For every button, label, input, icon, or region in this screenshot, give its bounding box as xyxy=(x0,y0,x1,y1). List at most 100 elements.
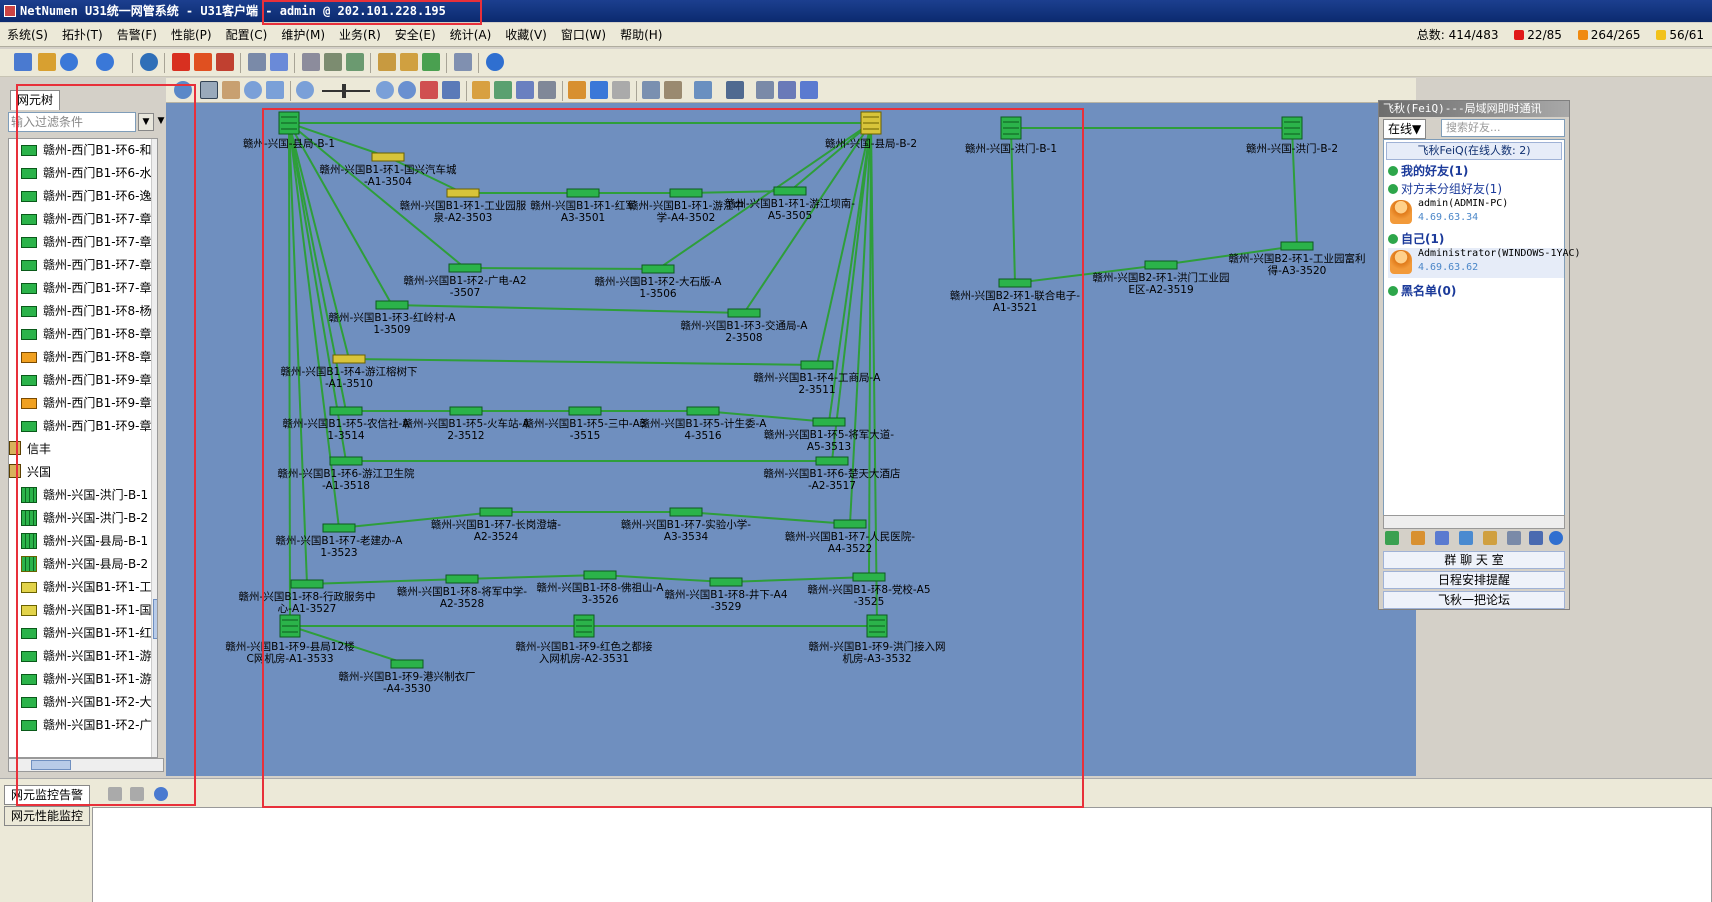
search-icon[interactable] xyxy=(1459,531,1473,545)
share-icon[interactable] xyxy=(1435,531,1449,545)
group-self[interactable]: 自己(1) xyxy=(1388,230,1444,247)
settings-icon[interactable] xyxy=(154,787,168,801)
ne-node-n3530[interactable]: 赣州-兴国B1-环9-港兴制衣厂-A4-3530 xyxy=(339,659,476,695)
zoom-region-icon[interactable] xyxy=(398,81,416,99)
task-icon[interactable] xyxy=(378,53,396,71)
link-n3534-n3522[interactable] xyxy=(685,511,851,525)
grid-icon[interactable] xyxy=(778,81,796,99)
refresh-icon[interactable] xyxy=(442,81,460,99)
ne-node-n3524[interactable]: 赣州-兴国B1-环7-长岗澄塘-A2-3524 xyxy=(431,507,561,543)
tree-vscroll-thumb[interactable] xyxy=(153,599,157,639)
tree-item[interactable]: 赣州-西门B1-环7-章 xyxy=(9,231,157,253)
filter-input[interactable]: 输入过滤条件 xyxy=(8,112,136,132)
folder-icon[interactable] xyxy=(38,53,56,71)
zoom-slider-thumb[interactable] xyxy=(342,84,346,98)
alarm-list-icon[interactable] xyxy=(194,53,212,71)
wrench-icon[interactable] xyxy=(664,81,682,99)
ne-node-n3514[interactable]: 赣州-兴国B1-环5-农信社-A1-3514 xyxy=(283,406,411,442)
binoculars-icon[interactable] xyxy=(726,81,744,99)
ne-node-hm2[interactable]: 赣州-兴国-洪门-B-2 xyxy=(1246,116,1338,155)
tree-item[interactable]: 赣州-西门B1-环7-章 xyxy=(9,277,157,299)
link-n3532-xj2[interactable] xyxy=(870,122,878,627)
next-icon[interactable] xyxy=(612,81,630,99)
menu-window[interactable]: 窗口(W) xyxy=(560,28,607,42)
group-blacklist[interactable]: 黑名单(0) xyxy=(1388,282,1456,299)
tab-monitor-performance[interactable]: 网元性能监控 xyxy=(4,806,90,826)
critical-count[interactable]: 22/85 xyxy=(1527,28,1562,42)
link-hm1-n3521[interactable] xyxy=(1010,127,1016,284)
tree-item[interactable]: 信丰 xyxy=(9,438,157,460)
ne-node-n3509[interactable]: 赣州-兴国B1-环3-红岭村-A1-3509 xyxy=(329,300,457,336)
ne-node-n3508[interactable]: 赣州-兴国B1-环3-交通局-A2-3508 xyxy=(681,308,809,344)
menu-security[interactable]: 安全(E) xyxy=(394,28,436,42)
tab-monitor-alarm[interactable]: 网元监控告警 xyxy=(4,785,90,805)
ne-node-n3528[interactable]: 赣州-兴国B1-环8-将军中学-A2-3528 xyxy=(397,574,527,610)
tree-item[interactable]: 赣州-西门B1-环9-章 xyxy=(9,369,157,391)
link-xj1-n3509[interactable] xyxy=(288,122,393,306)
buddy-search-input[interactable]: 搜索好友... xyxy=(1441,119,1565,137)
buddy-administrator[interactable]: Administrator(WINDOWS-1YAC) 4.69.63.62 xyxy=(1388,248,1581,278)
window-icon[interactable] xyxy=(756,81,774,99)
users-icon[interactable] xyxy=(14,53,32,71)
menu-topology[interactable]: 拓扑(T) xyxy=(61,28,103,42)
ne-node-n3522[interactable]: 赣州-兴国B1-环7-人民医院-A4-3522 xyxy=(785,519,915,555)
chart-icon[interactable] xyxy=(422,53,440,71)
group-unassigned[interactable]: 对方未分组好友(1) xyxy=(1388,180,1502,197)
link-xj1-n3504[interactable] xyxy=(288,122,389,158)
search-icon[interactable] xyxy=(642,81,660,99)
fit-window-icon[interactable] xyxy=(420,81,438,99)
tree-item[interactable]: 赣州-兴国-县局-B-1 xyxy=(9,530,157,552)
link-n3520-hm2[interactable] xyxy=(1291,127,1298,247)
ne-node-n3525[interactable]: 赣州-兴国B1-环8-党校-A5-3525 xyxy=(807,572,931,608)
tree-item[interactable]: 赣州-西门B1-环8-章 xyxy=(9,346,157,368)
tree-item[interactable]: 赣州-西门B1-环6-逸 xyxy=(9,185,157,207)
link-n3526-n3529[interactable] xyxy=(599,574,727,583)
back-icon[interactable] xyxy=(60,53,78,71)
menu-system[interactable]: 系统(S) xyxy=(7,28,48,42)
zoom-in-icon[interactable] xyxy=(376,81,394,99)
link-n3519-n3520[interactable] xyxy=(1160,245,1298,266)
ne-node-xj2[interactable]: 赣州-兴国-县局-B-2 xyxy=(825,111,917,150)
tree-item[interactable]: 赣州-兴国B1-环2-广 xyxy=(9,714,157,736)
list-icon[interactable] xyxy=(538,81,556,99)
ne-node-n3515[interactable]: 赣州-兴国B1-环5-三中-A3-3515 xyxy=(523,406,647,442)
ne-node-n3505[interactable]: 赣州-兴国B1-环1-游江坝南-A5-3505 xyxy=(725,186,855,222)
filter-options-icon[interactable]: ▼ xyxy=(157,116,165,126)
ne-node-xj1[interactable]: 赣州-兴国-县局-B-1 xyxy=(243,111,335,150)
link-n3528-n3526[interactable] xyxy=(461,574,601,580)
link-n3509-n3508[interactable] xyxy=(391,304,745,314)
paste-icon[interactable] xyxy=(130,787,144,801)
globe-icon[interactable] xyxy=(140,53,158,71)
zoom-fit-icon[interactable] xyxy=(266,81,284,99)
ne-node-n3526[interactable]: 赣州-兴国B1-环8-佛祖山-A3-3526 xyxy=(537,570,665,606)
major-count[interactable]: 264/265 xyxy=(1590,28,1641,42)
tree-item[interactable]: 赣州-西门B1-环6-和 xyxy=(9,139,157,161)
link-n3510-n3511[interactable] xyxy=(348,358,818,366)
link-n3522-xj2[interactable] xyxy=(849,122,872,525)
zoom-out-icon[interactable] xyxy=(296,81,314,99)
tree-item[interactable]: 赣州-西门B1-环8-章 xyxy=(9,323,157,345)
schedule-button[interactable]: 日程安排提醒 xyxy=(1383,571,1565,589)
tree-item[interactable]: 赣州-兴国B1-环1-工 xyxy=(9,576,157,598)
link-n3513-xj2[interactable] xyxy=(828,122,872,423)
link-n3506-xj2[interactable] xyxy=(657,122,872,270)
link-icon[interactable] xyxy=(694,81,712,99)
menu-alarm[interactable]: 告警(F) xyxy=(116,28,157,42)
menu-help[interactable]: 帮助(H) xyxy=(620,28,663,42)
online-status-dropdown[interactable]: 在线▼ xyxy=(1383,119,1427,139)
ne-node-n3506[interactable]: 赣州-兴国B1-环2-大石版-A1-3506 xyxy=(595,264,723,300)
tree-item[interactable]: 赣州-西门B1-环6-水 xyxy=(9,162,157,184)
link-xj1-n3510[interactable] xyxy=(288,122,350,360)
tree-vscrollbar[interactable] xyxy=(151,139,157,757)
link-xj1-n3518[interactable] xyxy=(288,122,347,462)
lock-icon[interactable] xyxy=(472,81,490,99)
tree-item[interactable]: 赣州-兴国B1-环1-国 xyxy=(9,599,157,621)
zoom-icon[interactable] xyxy=(244,81,262,99)
tree-hscroll-thumb[interactable] xyxy=(31,760,71,770)
report-icon[interactable] xyxy=(270,53,288,71)
link-n3508-xj2[interactable] xyxy=(743,122,872,314)
